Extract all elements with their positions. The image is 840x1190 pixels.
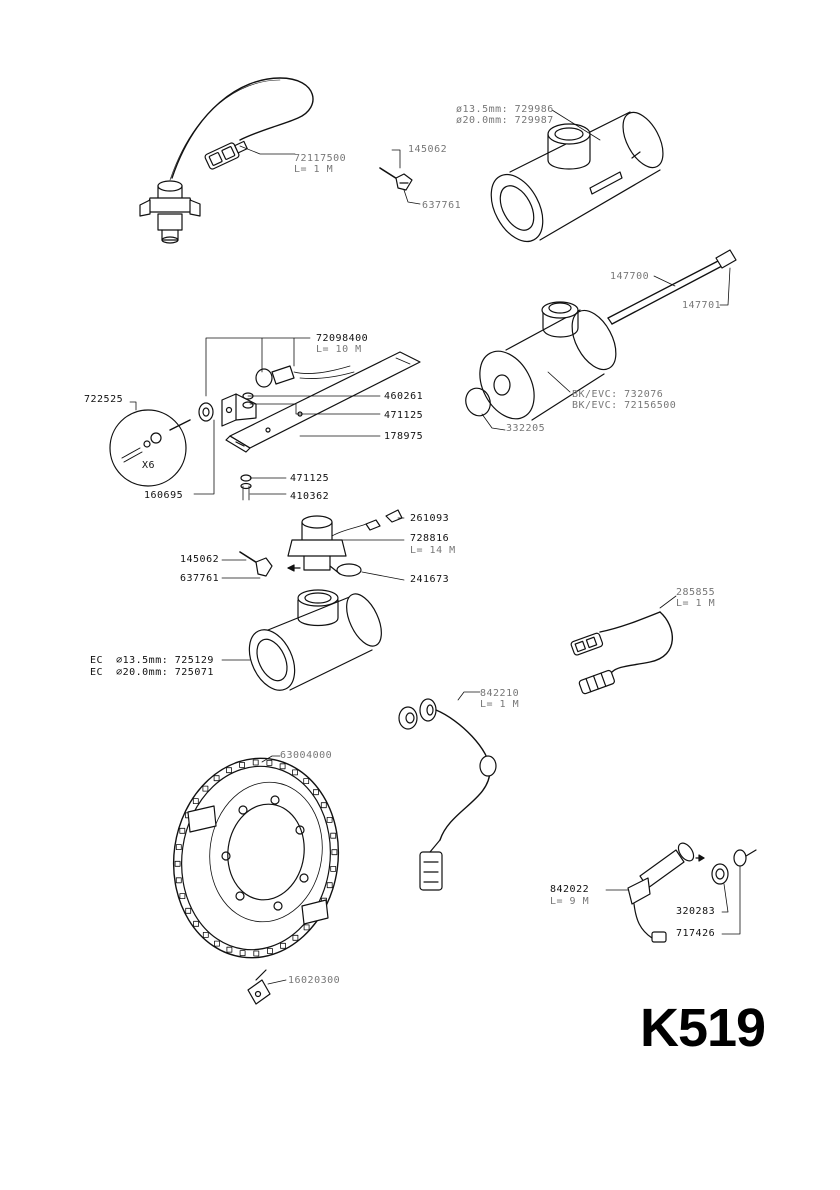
rod-147700 [607,249,737,325]
label-pin-top: 145062 [408,144,448,155]
label-285855: 285855 [676,587,716,598]
label-63004000: 63004000 [280,750,333,761]
ring-slot [326,817,333,823]
sensor-cable-72117500 [139,77,314,244]
label-rod-147700: 147700 [610,271,650,282]
ring-slot [266,760,273,766]
label-178975: 178975 [384,431,424,442]
pipe-729986 [490,109,664,243]
label-clip-top: 637761 [422,200,462,211]
label-261093: 261093 [410,513,450,524]
ring-slot [253,950,260,957]
label-285855-len: L= 1 M [676,598,716,609]
ring-slot [174,860,181,867]
clip-16020300 [247,969,287,1005]
ring-slot [330,866,337,872]
label-471125-a: 471125 [384,410,424,421]
ring-slot [279,763,286,770]
label-16020300: 16020300 [288,975,341,986]
label-160695: 160695 [144,490,184,501]
ring-slot [192,798,199,804]
ring-slot [326,882,333,889]
kit-722525-detail [109,401,191,487]
label-pipe-diam-2: ø20.0mm: 729987 [456,115,554,126]
ring-slot [202,785,209,792]
ring-slot [202,932,209,938]
label-pipe-diam-1: ø13.5mm: 729986 [456,104,554,115]
label-460261: 460261 [384,391,424,402]
ring-slot [312,789,319,796]
label-kit-qty: X6 [142,460,156,471]
label-332205: 332205 [506,423,546,434]
ring-slot [292,934,299,941]
cable-842022 [605,842,757,943]
label-722525: 722525 [84,394,124,405]
ring-slot [280,942,286,949]
label-72098400: 72098400 [316,333,369,344]
ring-slot [226,767,232,774]
ring-slot [320,802,327,809]
label-637761: 637761 [180,573,220,584]
sensor-728816-assembly [221,509,405,581]
label-842210-len: L= 1 M [480,699,520,710]
ring-slot [213,775,220,782]
label-bk-evc-1: BK/EVC: 732076 [572,389,664,400]
ring-slot [331,849,338,856]
label-728816-len: L= 14 M [410,545,456,556]
ring-slot [239,950,246,956]
ring-slot [330,832,337,839]
sheet-code: K519 [640,998,766,1058]
ring-slot [185,907,192,914]
label-728816: 728816 [410,533,450,544]
ring-slot [252,759,259,766]
label-842210: 842210 [480,688,520,699]
ring-slot [193,920,200,927]
label-842022-len: L= 9 M [550,896,590,907]
ring-slot [292,769,298,776]
label-rod-nut: 147701 [682,300,722,311]
ring-slot [179,827,186,834]
label-72117500: 72117500 [294,153,347,164]
label-145062: 145062 [180,554,220,565]
ring-slot [303,924,310,931]
label-842022: 842022 [550,884,590,895]
label-72098400-len: L= 10 M [316,344,362,355]
label-241673: 241673 [410,574,450,585]
cable-842210 [398,691,497,891]
ec-pipe-725129 [221,589,382,691]
ring-slot [175,844,182,850]
ring-slot [179,893,186,899]
ring-slot [226,946,233,953]
ring-slot [303,778,310,784]
ring-slot [239,762,246,768]
pin-clip-top [379,149,421,205]
label-bk-evc-2: BK/EVC: 72156500 [572,400,677,411]
label-ec-2: EC ∅20.0mm: 725071 [90,667,214,678]
label-ec-1: EC ∅13.5mm: 725129 [90,655,214,666]
ring-slot [175,877,182,884]
label-72117500-len: L= 1 M [294,164,334,175]
bracket-assembly [193,337,421,501]
ring-slot [214,940,220,947]
ring-slot [266,948,273,954]
pipe-bk-evc [465,301,617,431]
tone-ring-63004000 [172,755,340,959]
cable-285855 [570,595,677,695]
label-471125-b: 471125 [290,473,330,484]
label-410362: 410362 [290,491,330,502]
label-320283: 320283 [676,906,716,917]
label-717426: 717426 [676,928,716,939]
